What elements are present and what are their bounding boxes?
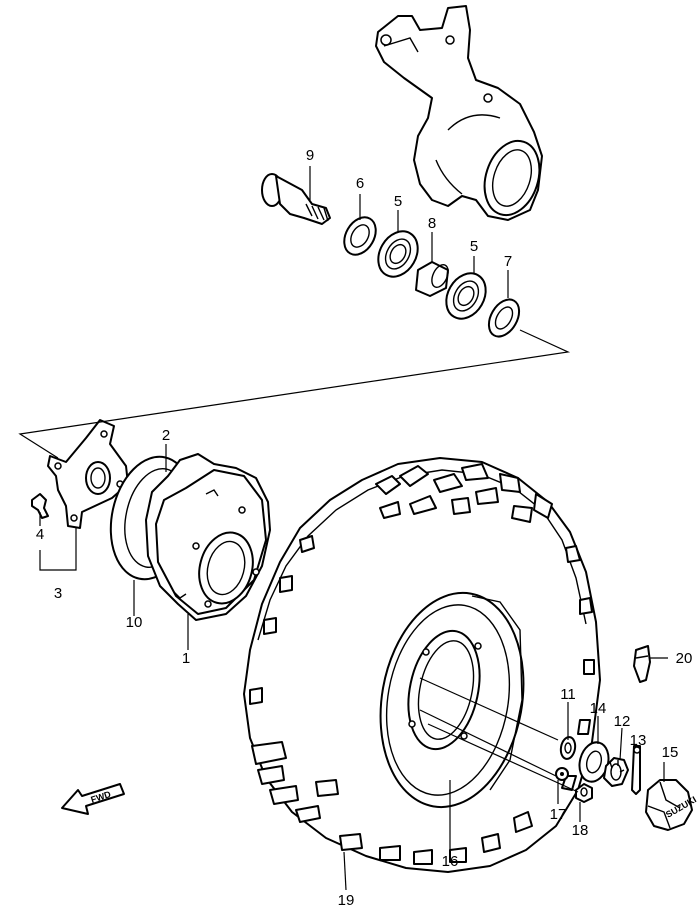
- leader-lines: [39, 166, 668, 891]
- label-1: 1: [182, 650, 190, 667]
- castle-nut: [603, 757, 629, 787]
- oil-seal-lower: [487, 298, 521, 338]
- forward-arrow: FWD: [61, 783, 125, 815]
- label-20: 20: [676, 650, 693, 667]
- spindle: [261, 173, 331, 225]
- spacer: [415, 261, 449, 297]
- label-2: 2: [162, 427, 170, 444]
- label-18: 18: [572, 822, 589, 839]
- part-labels: 9 6 5 8 5 7 2 4 3 10 1 20 11 14 12 13 15…: [36, 147, 693, 909]
- label-13: 13: [630, 732, 647, 749]
- lug-nut: [575, 783, 593, 803]
- lug-washer: [555, 767, 569, 781]
- label-17: 17: [550, 806, 567, 823]
- label-4: 4: [36, 526, 44, 543]
- label-7: 7: [504, 253, 512, 270]
- steering-knuckle: [375, 5, 543, 221]
- guide-lines: [18, 329, 579, 793]
- label-15: 15: [662, 744, 679, 761]
- label-5-upper: 5: [394, 193, 402, 210]
- bearing-lower: [445, 272, 487, 320]
- washer: [559, 736, 577, 760]
- label-9: 9: [306, 147, 314, 164]
- label-8: 8: [428, 215, 436, 232]
- label-19: 19: [338, 892, 355, 909]
- label-14: 14: [590, 700, 607, 717]
- hub-cap: SUZUKI: [645, 779, 698, 831]
- label-11: 11: [560, 686, 576, 703]
- label-5-lower: 5: [470, 238, 478, 255]
- label-6: 6: [356, 175, 364, 192]
- cotter-pin: [631, 745, 641, 795]
- hub-seal: [578, 741, 610, 783]
- wheel-rim: [379, 591, 525, 809]
- label-16: 16: [442, 853, 459, 870]
- label-12: 12: [614, 713, 631, 730]
- tire: [243, 457, 601, 873]
- oil-seal-upper: [343, 216, 377, 256]
- air-valve: [633, 645, 651, 683]
- hub-flange: [47, 419, 129, 529]
- label-10: 10: [126, 614, 143, 631]
- hub-bolt: [31, 493, 49, 519]
- label-3: 3: [54, 585, 62, 602]
- bearing-upper: [377, 230, 419, 278]
- forward-arrow-text: FWD: [90, 789, 113, 805]
- brake-drum: [145, 453, 271, 621]
